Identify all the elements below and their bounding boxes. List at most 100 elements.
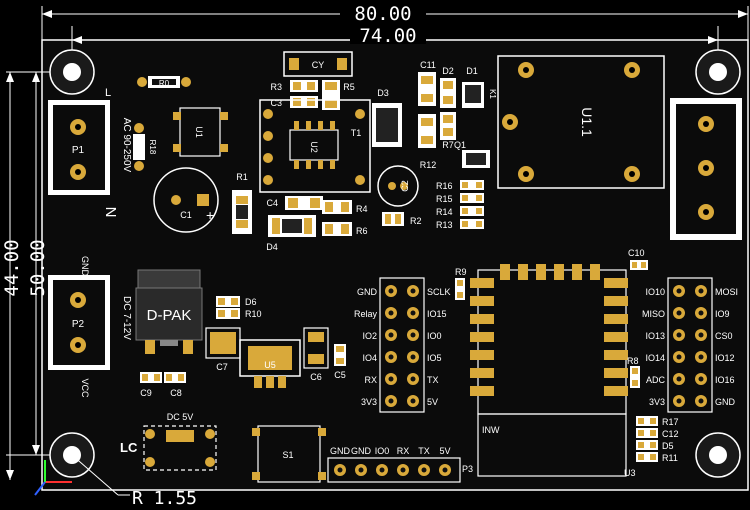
spi-left-0: IO10 (645, 287, 665, 297)
resistor-r4: R4 (322, 200, 368, 214)
gpio-right-4: TX (427, 375, 439, 385)
regulator-dpak: D-PAK (135, 269, 203, 354)
r0-label: R0 (159, 79, 170, 88)
d3-label: D3 (377, 88, 389, 98)
gpio-right-0: SCLK (427, 287, 451, 297)
d1-label: D1 (466, 66, 478, 76)
c6-label: C6 (310, 372, 322, 382)
programming-header-p3: GND GND IO0 RX TX 5V P3 (327, 446, 473, 483)
spi-right-2: CS0 (715, 331, 733, 341)
ac-input-label: AC 90-250V (121, 118, 132, 173)
r3-label: R3 (270, 82, 282, 92)
d6-label: D6 (245, 297, 257, 307)
resistor-r0: R0 (137, 76, 191, 88)
r1-label: R1 (236, 172, 248, 182)
diode-d4: D4 (266, 215, 316, 252)
relay-output-terminal (670, 98, 742, 240)
resistor-r10: R10 (216, 308, 262, 319)
r14-label: R14 (436, 207, 453, 217)
u11-label: U1.1 (579, 107, 595, 137)
gpio-left-0: GND (357, 287, 378, 297)
resistor-r12: R12 (418, 114, 436, 170)
d4-label: D4 (266, 242, 278, 252)
dc5v-jack: DC 5V (143, 412, 217, 471)
u2-label: U2 (309, 141, 319, 153)
p1-label: P1 (72, 145, 85, 156)
hole-radius-label: R 1.55 (132, 488, 197, 509)
resistor-r7: R7 (440, 112, 456, 150)
spi-left-4: ADC (646, 375, 666, 385)
u5-label: U5 (264, 360, 276, 370)
r4-label: R4 (356, 204, 368, 214)
mounting-hole-br (695, 432, 741, 478)
u1-label: U1 (194, 126, 204, 138)
n-label: N (102, 207, 119, 218)
spi-left-5: 3V3 (649, 397, 665, 407)
d5-label: D5 (662, 441, 674, 451)
small-components-right: R17 C12 D5 R11 (636, 416, 679, 463)
gpio-header: GND Relay IO2 IO4 RX 3V3 SCLK IO15 IO0 I… (354, 277, 451, 413)
gpio-right-5: 5V (427, 397, 438, 407)
capacitor-c8: C8 (164, 372, 186, 398)
p3-pin-5: 5V (439, 446, 450, 456)
resistor-r3: R3 (270, 80, 318, 92)
dim-height-total: 50.00 (27, 239, 49, 296)
gpio-right-3: IO5 (427, 353, 442, 363)
p3-pin-2: IO0 (375, 446, 390, 456)
capacitor-c2: C2 (377, 165, 419, 207)
spi-right-5: GND (715, 397, 736, 407)
r15-label: R15 (436, 194, 453, 204)
p3-pin-1: GND (351, 446, 372, 456)
mounting-hole-tr (695, 49, 741, 95)
c1-label: C1 (180, 210, 192, 220)
capacitor-c6: C6 (303, 327, 329, 382)
c2-label: C2 (400, 180, 410, 192)
diode-d1: D1 K1 (462, 66, 497, 108)
c4-label: C4 (266, 198, 278, 208)
d2-label: D2 (442, 66, 454, 76)
dimension-50: 44.00 (1, 72, 23, 480)
regulator-u5: U5 (239, 339, 301, 388)
r18-label: R18 (148, 140, 157, 155)
c10-label: C10 (628, 248, 645, 258)
spi-right-1: IO9 (715, 309, 730, 319)
u3-label: U3 (624, 468, 636, 478)
c11-label: C11 (420, 60, 436, 70)
dim-width-holes: 74.00 (359, 25, 416, 47)
r8-label: R8 (627, 356, 639, 366)
connector-p2: P2 (48, 275, 110, 370)
gpio-left-2: IO2 (362, 331, 377, 341)
p2-label: P2 (72, 319, 85, 330)
r12-label: R12 (420, 160, 437, 170)
resistor-r1: R1 (232, 172, 252, 234)
diode-d3: D3 (372, 88, 402, 147)
resistor-r6: R6 (322, 222, 368, 236)
p3-pin-4: TX (418, 446, 430, 456)
r13-label: R13 (436, 220, 453, 230)
resistor-r9: R9 (455, 267, 467, 300)
c9-label: C9 (140, 388, 152, 398)
gpio-right-2: IO0 (427, 331, 442, 341)
capacitor-c9: C9 (140, 372, 162, 398)
r7-label: R7 (442, 140, 454, 150)
spi-left-2: IO13 (645, 331, 665, 341)
diode-d2: D2 (440, 66, 456, 108)
capacitor-c10: C10 (628, 248, 648, 270)
r17-label: R17 (662, 417, 679, 427)
resistor-r8: R8 (627, 356, 640, 388)
relay-u11: U1.1 (497, 55, 665, 189)
esp-module-u3: INW U3 (470, 264, 636, 478)
r11-label: R11 (662, 453, 678, 463)
capacitor-c11: C11 (418, 60, 436, 106)
r2-label: R2 (410, 216, 422, 226)
spi-left-3: IO14 (645, 353, 665, 363)
p3-label: P3 (462, 464, 473, 474)
c3-label: C3 (270, 98, 282, 108)
dim-height-holes: 44.00 (1, 239, 23, 296)
hole-radius-callout: R 1.55 (71, 454, 197, 509)
dim-width-total: 80.00 (354, 3, 411, 25)
c8-label: C8 (170, 388, 182, 398)
dc-input-label: DC 7-12V (121, 296, 132, 340)
r6-label: R6 (356, 226, 368, 236)
